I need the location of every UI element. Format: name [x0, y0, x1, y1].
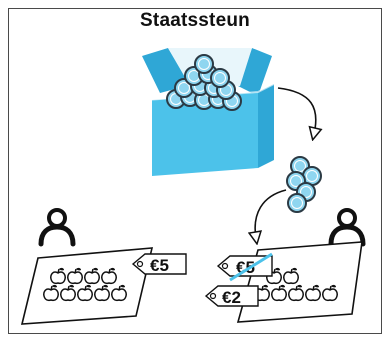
- new-price-tag-icon: €2: [204, 285, 259, 307]
- arrow-coins-to-stall: [255, 189, 287, 238]
- arrow-chest-to-coins: [277, 87, 316, 134]
- strike-through-line: [229, 252, 273, 282]
- treasure-chest-icon: [142, 48, 275, 176]
- transit-coins-icon: [286, 156, 322, 213]
- left-stall: [20, 247, 154, 325]
- price-tag-icon: €5: [131, 253, 187, 275]
- person-icon: [328, 208, 366, 247]
- diagram-title: Staatssteun: [140, 10, 250, 31]
- left-price-label: €5: [150, 256, 169, 275]
- old-price-tag-icon: €5: [216, 252, 273, 282]
- right-stall: [236, 241, 363, 323]
- person-icon: [38, 208, 76, 247]
- new-price-label: €2: [222, 288, 241, 307]
